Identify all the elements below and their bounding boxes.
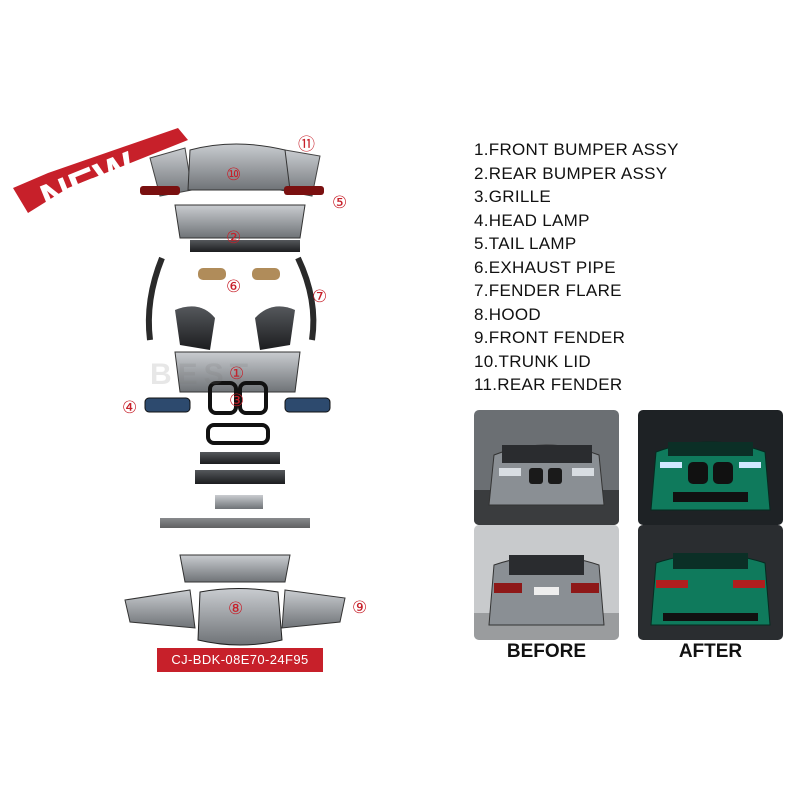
tail-lamp-left: [140, 186, 180, 195]
head-lamp-right: [284, 397, 331, 413]
banner-swoosh: [13, 128, 188, 213]
callout-7: ⑦: [312, 287, 327, 307]
banner-text: NEW: [34, 142, 143, 222]
grille-left: [208, 381, 238, 415]
part-list-item: 4.HEAD LAMP: [474, 210, 590, 230]
rear-diffuser: [190, 240, 300, 252]
fender-flare-left: [145, 256, 165, 341]
part-list-item: 1.FRONT BUMPER ASSY: [474, 140, 679, 159]
wheel-liner-left: [175, 306, 215, 350]
part-list-item: 11.REAR FENDER: [474, 375, 623, 394]
part-list-item: 6.EXHAUST PIPE: [474, 257, 616, 277]
hood: [197, 588, 283, 646]
lower-intake: [195, 470, 285, 484]
callout-9: ⑨: [352, 598, 367, 618]
callout-6: ⑥: [226, 277, 241, 297]
front-bumper: [174, 351, 301, 393]
wheel-liner-right: [255, 306, 295, 350]
watermark: BEST: [150, 358, 255, 391]
under-cover: [179, 554, 291, 583]
part-list-item: 7.FENDER FLARE: [474, 281, 622, 300]
caption-after: AFTER: [678, 641, 743, 662]
fender-flare-right: [295, 256, 317, 341]
photo-before-front: [474, 410, 619, 525]
exhaust-right: [252, 268, 280, 280]
front-fender-left: [124, 589, 196, 629]
rear-bumper: [174, 204, 306, 239]
exhaust-left: [198, 268, 226, 280]
callout-2: ②: [226, 228, 241, 248]
front-fender-right: [281, 589, 346, 629]
skid-plate: [215, 495, 263, 509]
callout-11: ⑪: [298, 135, 315, 155]
head-lamp-left: [144, 397, 191, 413]
photo-after-front: [638, 410, 783, 525]
grille-right: [238, 381, 268, 415]
bracket-row: [160, 518, 310, 528]
part-list-item: 8.HOOD: [474, 304, 541, 324]
callout-3: ③: [229, 391, 244, 411]
callout-4: ④: [122, 398, 137, 418]
callout-8: ⑧: [228, 599, 243, 619]
part-list: 1.FRONT BUMPER ASSY 2.REAR BUMPER ASSY 3…: [474, 138, 679, 397]
part-list-item: 10.TRUNK LID: [474, 351, 591, 371]
callout-5: ⑤: [332, 193, 347, 213]
parts-diagram: ⑪ ⑩ ⑤ ② ⑥ ⑦ ① ④ ③ ⑧ ⑨: [122, 135, 367, 646]
callout-10: ⑩: [226, 165, 241, 185]
model-code-badge: CJ-BDK-08E70-24F95: [157, 648, 323, 672]
part-list-item: 2.REAR BUMPER ASSY: [474, 163, 668, 183]
callout-1: ①: [229, 364, 244, 384]
tail-lamp-right: [284, 186, 324, 195]
trunk-lid: [187, 143, 291, 191]
caption-before: BEFORE: [506, 641, 587, 662]
new-banner: NEW: [13, 128, 188, 223]
grille-lower: [206, 423, 270, 445]
photo-before-rear: [474, 525, 619, 640]
part-list-item: 3.GRILLE: [474, 187, 552, 206]
part-list-item: 9.FRONT FENDER: [474, 328, 626, 347]
part-list-item: 5.TAIL LAMP: [474, 234, 577, 253]
lower-grille: [200, 452, 280, 464]
photo-after-rear: [638, 525, 783, 640]
